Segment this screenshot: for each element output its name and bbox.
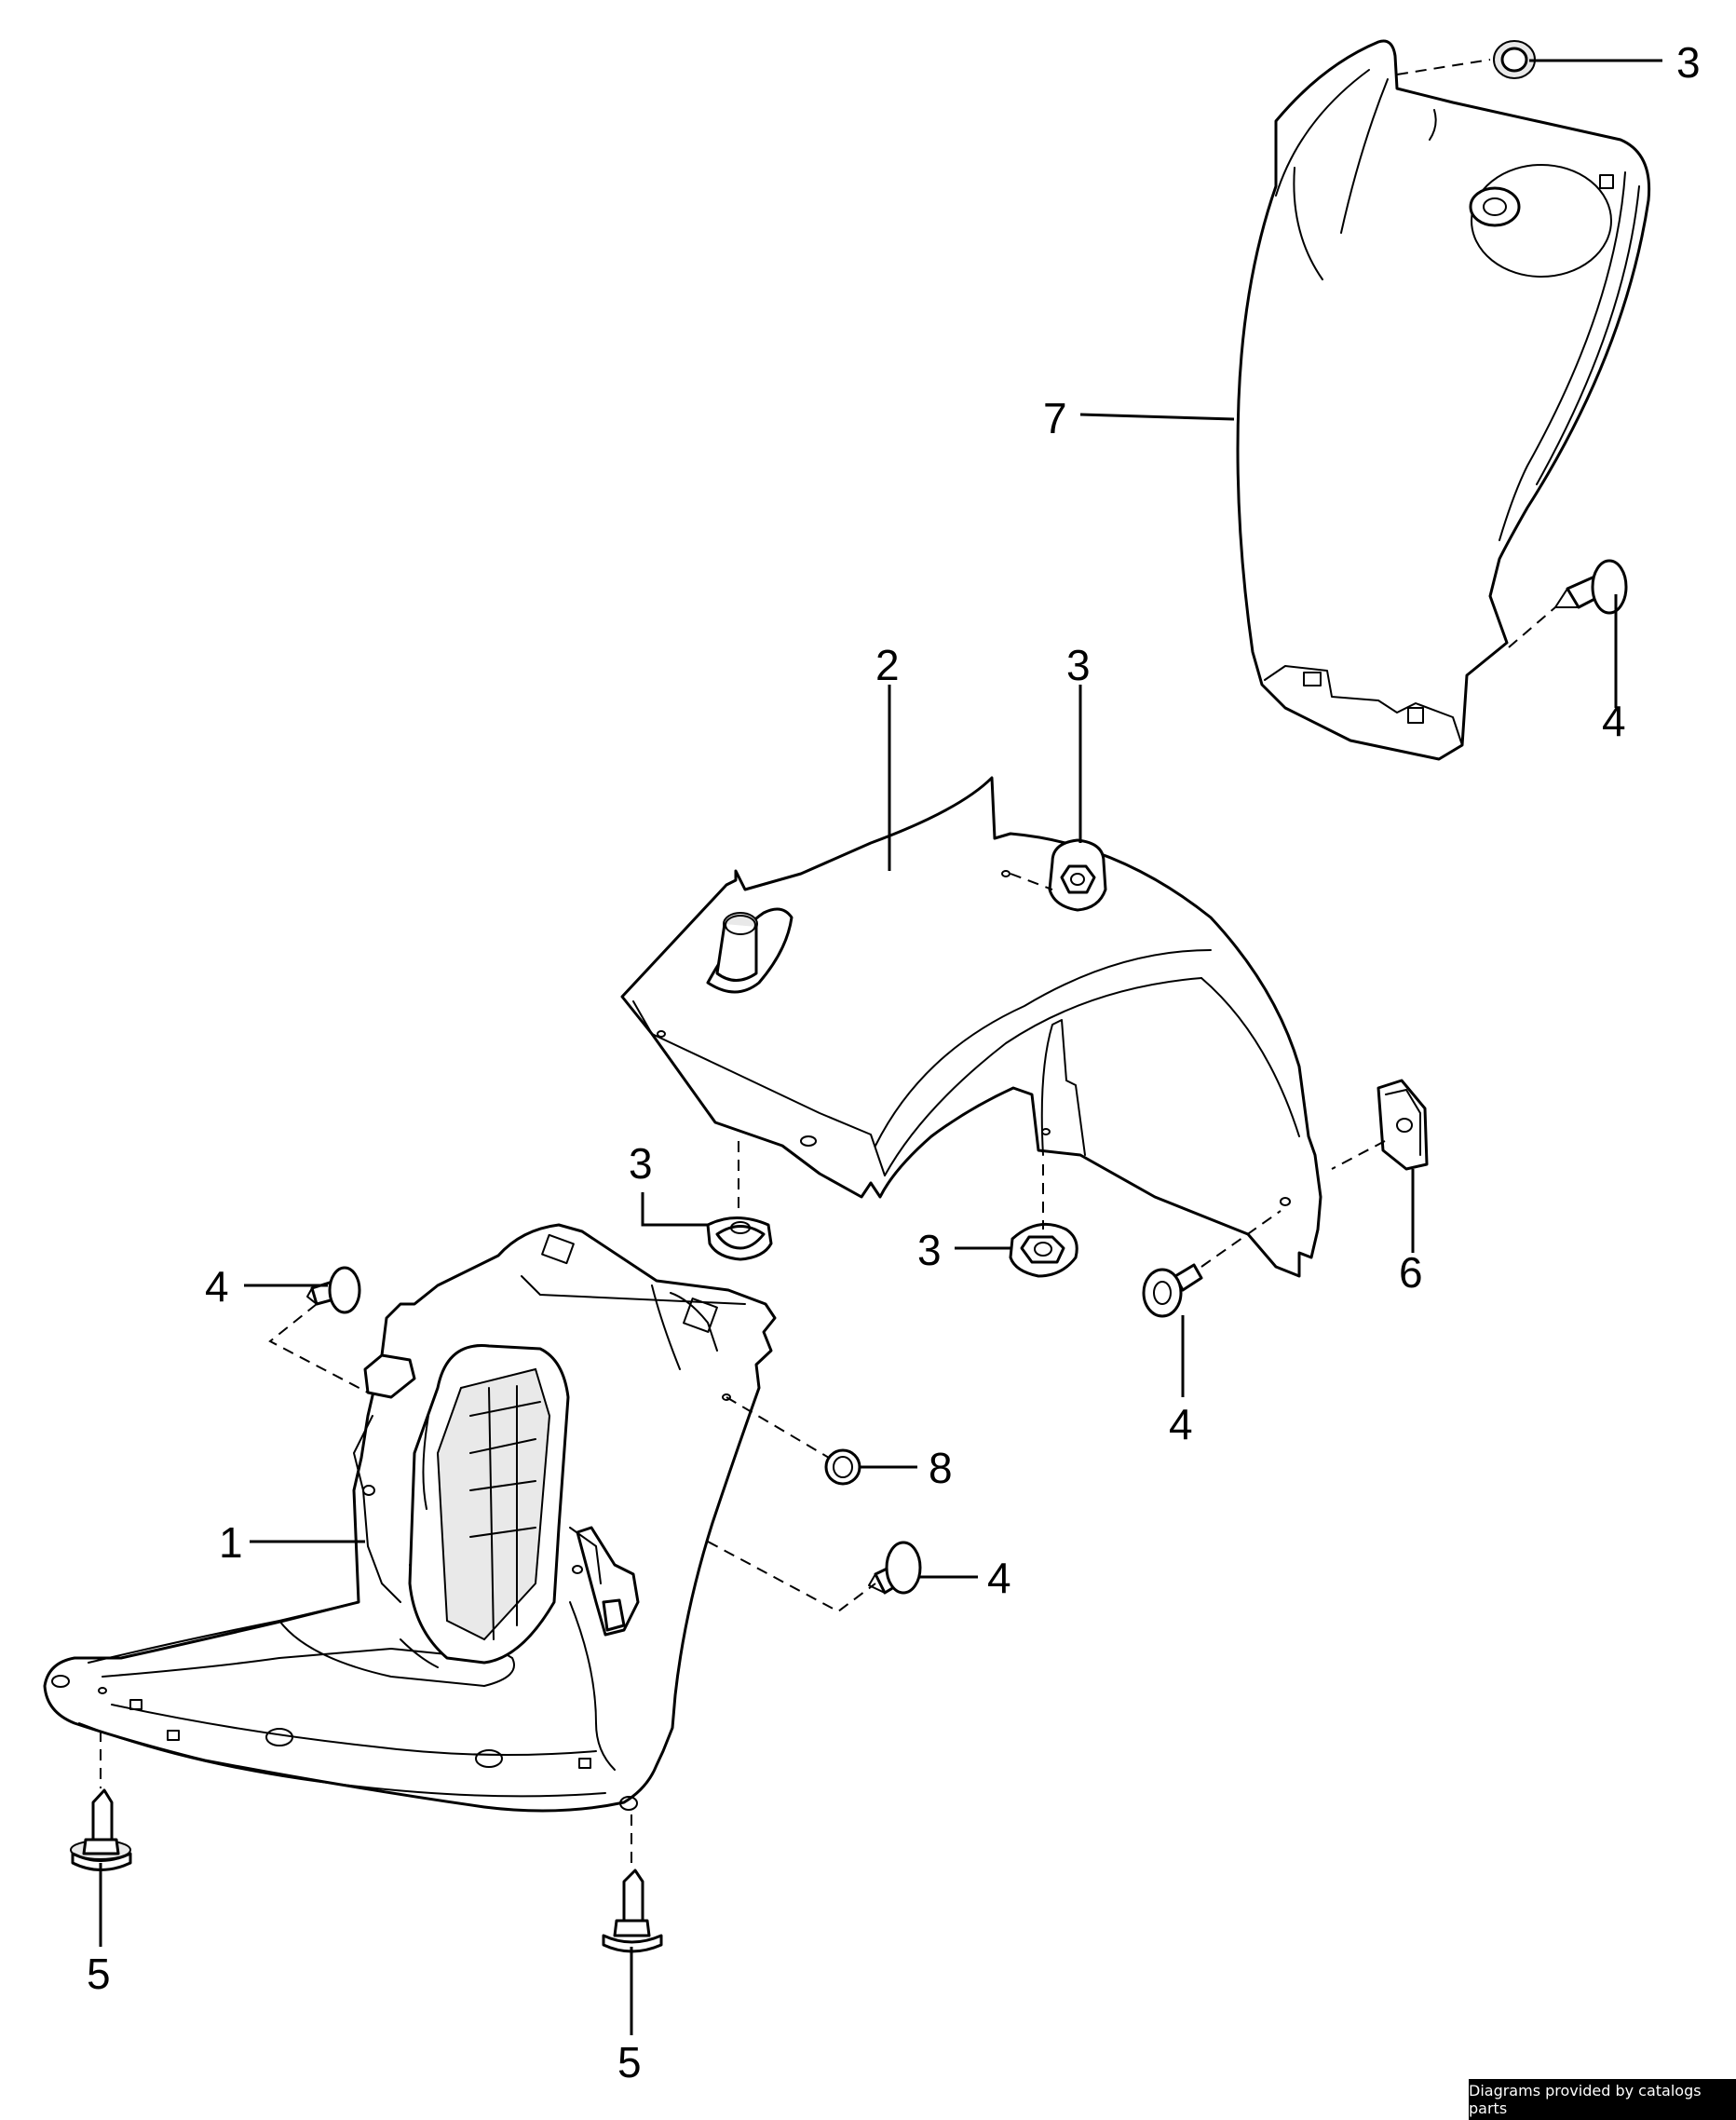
callout-7: 7: [1043, 394, 1067, 442]
callout-3-part2: 3: [1066, 641, 1091, 689]
part-2-inner-liner: [620, 776, 1322, 1278]
part-3-clip-top: [1493, 40, 1536, 79]
callout-4-lower: 4: [987, 1554, 1011, 1602]
part-1-front-liner: [43, 1223, 777, 1813]
callout-4-left: 4: [205, 1262, 229, 1311]
part-8-grommet: [824, 1448, 861, 1486]
callout-4-top: 4: [1602, 697, 1626, 745]
credit-banner: Diagrams provided by catalogs parts: [1469, 2079, 1736, 2120]
part-4-screw-lower: [868, 1541, 922, 1595]
callout-6: 6: [1399, 1248, 1423, 1297]
part-3-nut-upper: [1048, 838, 1107, 912]
callout-3-left: 3: [629, 1139, 653, 1188]
callout-8: 8: [929, 1444, 953, 1492]
part-3-nut-right: [1009, 1222, 1078, 1278]
callout-3-right: 3: [917, 1226, 942, 1274]
callout-5-right: 5: [617, 2038, 642, 2086]
leader-lines: [99, 59, 1662, 2035]
callout-2: 2: [875, 641, 900, 689]
part-3-nut-left: [706, 1216, 773, 1261]
callout-5-left: 5: [87, 1950, 111, 1998]
part-5-bolt-right: [602, 1869, 663, 1953]
part-4-screw-left: [306, 1266, 361, 1314]
callout-1: 1: [219, 1518, 243, 1567]
part-4-screw-middle: [1142, 1263, 1203, 1318]
part-6-clip: [1377, 1079, 1429, 1171]
part-7-wheelhouse-liner: [1236, 39, 1651, 761]
part-5-bolt-left: [70, 1788, 132, 1871]
callout-3-top: 3: [1676, 38, 1701, 87]
callout-numbers: 3 7 4 2 3 3 3 6 4 4 1 8 4 5 5: [87, 38, 1701, 2086]
callout-4-middle: 4: [1169, 1400, 1193, 1448]
